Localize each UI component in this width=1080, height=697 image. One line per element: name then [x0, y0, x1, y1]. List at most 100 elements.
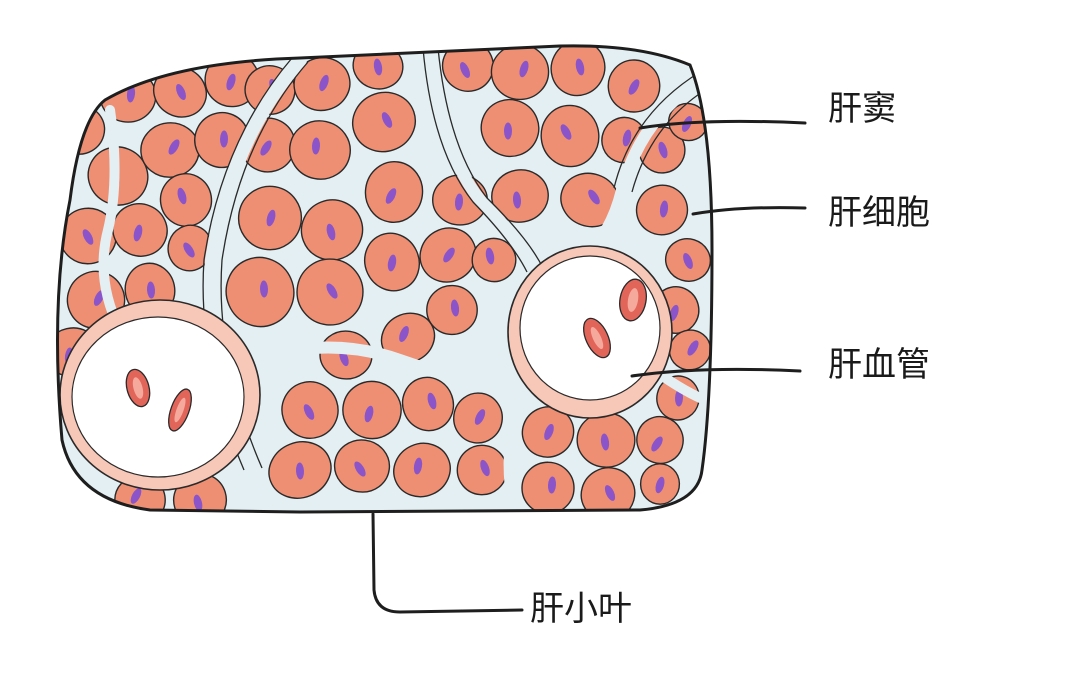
- sinusoid-channel: [98, 105, 125, 335]
- cell-nucleus: [385, 188, 397, 204]
- cell-nucleus: [669, 304, 679, 322]
- label-liver-vessel: 肝血管: [828, 345, 930, 385]
- sinusoid-edge: [631, 89, 706, 193]
- sinusoid-edge: [437, 47, 544, 269]
- hepatocyte-cell: [419, 227, 477, 283]
- sinusoid-outlines: [202, 47, 706, 471]
- cell-nucleus: [658, 141, 668, 159]
- cell-nucleus: [266, 209, 276, 227]
- cell-nucleus: [450, 299, 460, 317]
- hepatocyte-cell: [635, 184, 689, 236]
- cell-nucleus: [226, 73, 236, 91]
- cell-nucleus: [177, 187, 187, 205]
- hepatocyte-cell: [426, 284, 478, 336]
- cell-nucleus: [659, 200, 669, 218]
- cell-nucleus: [354, 461, 366, 477]
- hepatocyte-cell: [636, 415, 684, 465]
- cell-nucleus: [381, 112, 393, 128]
- callout-lines: [371, 119, 807, 614]
- hepatocyte-cell: [521, 406, 575, 458]
- hepatocyte-cell: [237, 185, 303, 251]
- hepatocyte-cell: [580, 467, 636, 513]
- sinusoid-edge: [613, 71, 701, 189]
- hepatocyte-cell: [225, 256, 295, 328]
- hepatocyte-cell: [480, 98, 540, 158]
- cell-nucleus: [485, 247, 495, 265]
- hepatocyte-cell: [364, 161, 424, 223]
- cell-nucleus: [687, 340, 699, 356]
- hepatocyte-cell: [393, 442, 451, 498]
- hepatocyte-cell: [471, 237, 517, 283]
- hepatocyte-cell: [364, 232, 420, 292]
- cell-nucleus: [183, 242, 195, 258]
- hepatocyte-cell: [491, 169, 549, 223]
- cell-nucleus: [683, 252, 693, 270]
- cell-nucleus: [512, 191, 522, 209]
- sinusoid-channel: [246, 341, 521, 386]
- hepatocyte-cell: [560, 172, 620, 228]
- hepatocyte-cell: [352, 91, 416, 153]
- cell-nucleus: [427, 392, 437, 410]
- liver-vessel-right: [507, 245, 673, 419]
- cell-nucleus: [560, 124, 572, 140]
- hepatocyte-cell: [342, 380, 402, 440]
- tissue-outline: [56, 44, 714, 514]
- cell-nucleus: [146, 281, 156, 299]
- cell-nucleus: [260, 140, 272, 156]
- hepatocyte-cell: [664, 238, 712, 282]
- callout-line-vessel: [630, 367, 802, 378]
- hepatocyte-cell: [112, 203, 168, 257]
- cell-nucleus: [93, 290, 105, 306]
- cell-nucleus: [295, 462, 305, 480]
- cell-nucleus: [519, 60, 529, 78]
- cell-nucleus: [311, 137, 321, 155]
- cell-nucleus: [387, 254, 397, 272]
- cell-nucleus: [504, 122, 512, 140]
- hepatocyte-cell: [540, 104, 600, 168]
- cell-nucleus: [326, 283, 338, 299]
- callout-line-hepatocyte: [691, 206, 807, 216]
- label-liver-lobule: 肝小叶: [530, 589, 632, 629]
- cell-nucleus: [364, 405, 374, 423]
- cell-nucleus: [459, 62, 471, 78]
- red-blood-cell: [583, 317, 611, 359]
- cell-nucleus: [575, 58, 585, 76]
- cell-nucleus: [454, 193, 464, 211]
- label-hepatocyte: 肝细胞: [828, 193, 930, 233]
- hepatocyte-cells: [57, 45, 712, 513]
- cell-nucleus: [604, 485, 616, 501]
- cell-nucleus: [259, 280, 269, 298]
- cell-nucleus: [443, 247, 455, 263]
- cell-nucleus: [651, 436, 663, 452]
- red-blood-cell: [168, 388, 192, 432]
- hepatocyte-cell: [281, 381, 339, 439]
- hepatocyte-cell: [521, 461, 575, 513]
- liver-lobule-block: [56, 44, 714, 514]
- hepatocyte-cell: [300, 199, 364, 261]
- cell-nucleus: [373, 58, 383, 76]
- cell-nucleus: [547, 476, 557, 494]
- cell-nucleus: [480, 459, 490, 477]
- cell-nucleus: [588, 189, 600, 205]
- cell-nucleus: [674, 389, 684, 407]
- cell-nucleus: [474, 409, 486, 425]
- vessel-lumen: [71, 316, 245, 478]
- cell-nucleus: [219, 130, 229, 148]
- hepatocyte-cell: [550, 45, 606, 97]
- cell-nucleus: [82, 229, 94, 245]
- hepatocyte-cell: [490, 45, 550, 101]
- cell-nucleus: [622, 129, 632, 147]
- cell-nucleus: [70, 118, 82, 134]
- cell-nucleus: [193, 494, 203, 512]
- red-blood-cell: [125, 368, 151, 408]
- hepatocyte-cell: [441, 45, 495, 92]
- hepatocyte-cell: [159, 173, 213, 227]
- sinusoid-channel: [424, 45, 541, 276]
- cell-nucleus: [133, 224, 143, 242]
- cell-nucleus: [176, 84, 186, 100]
- cell-nucleus: [399, 325, 409, 343]
- hepatocyte-cell: [456, 444, 508, 496]
- sinusoid-edge: [422, 47, 528, 273]
- cell-nucleus: [326, 223, 336, 241]
